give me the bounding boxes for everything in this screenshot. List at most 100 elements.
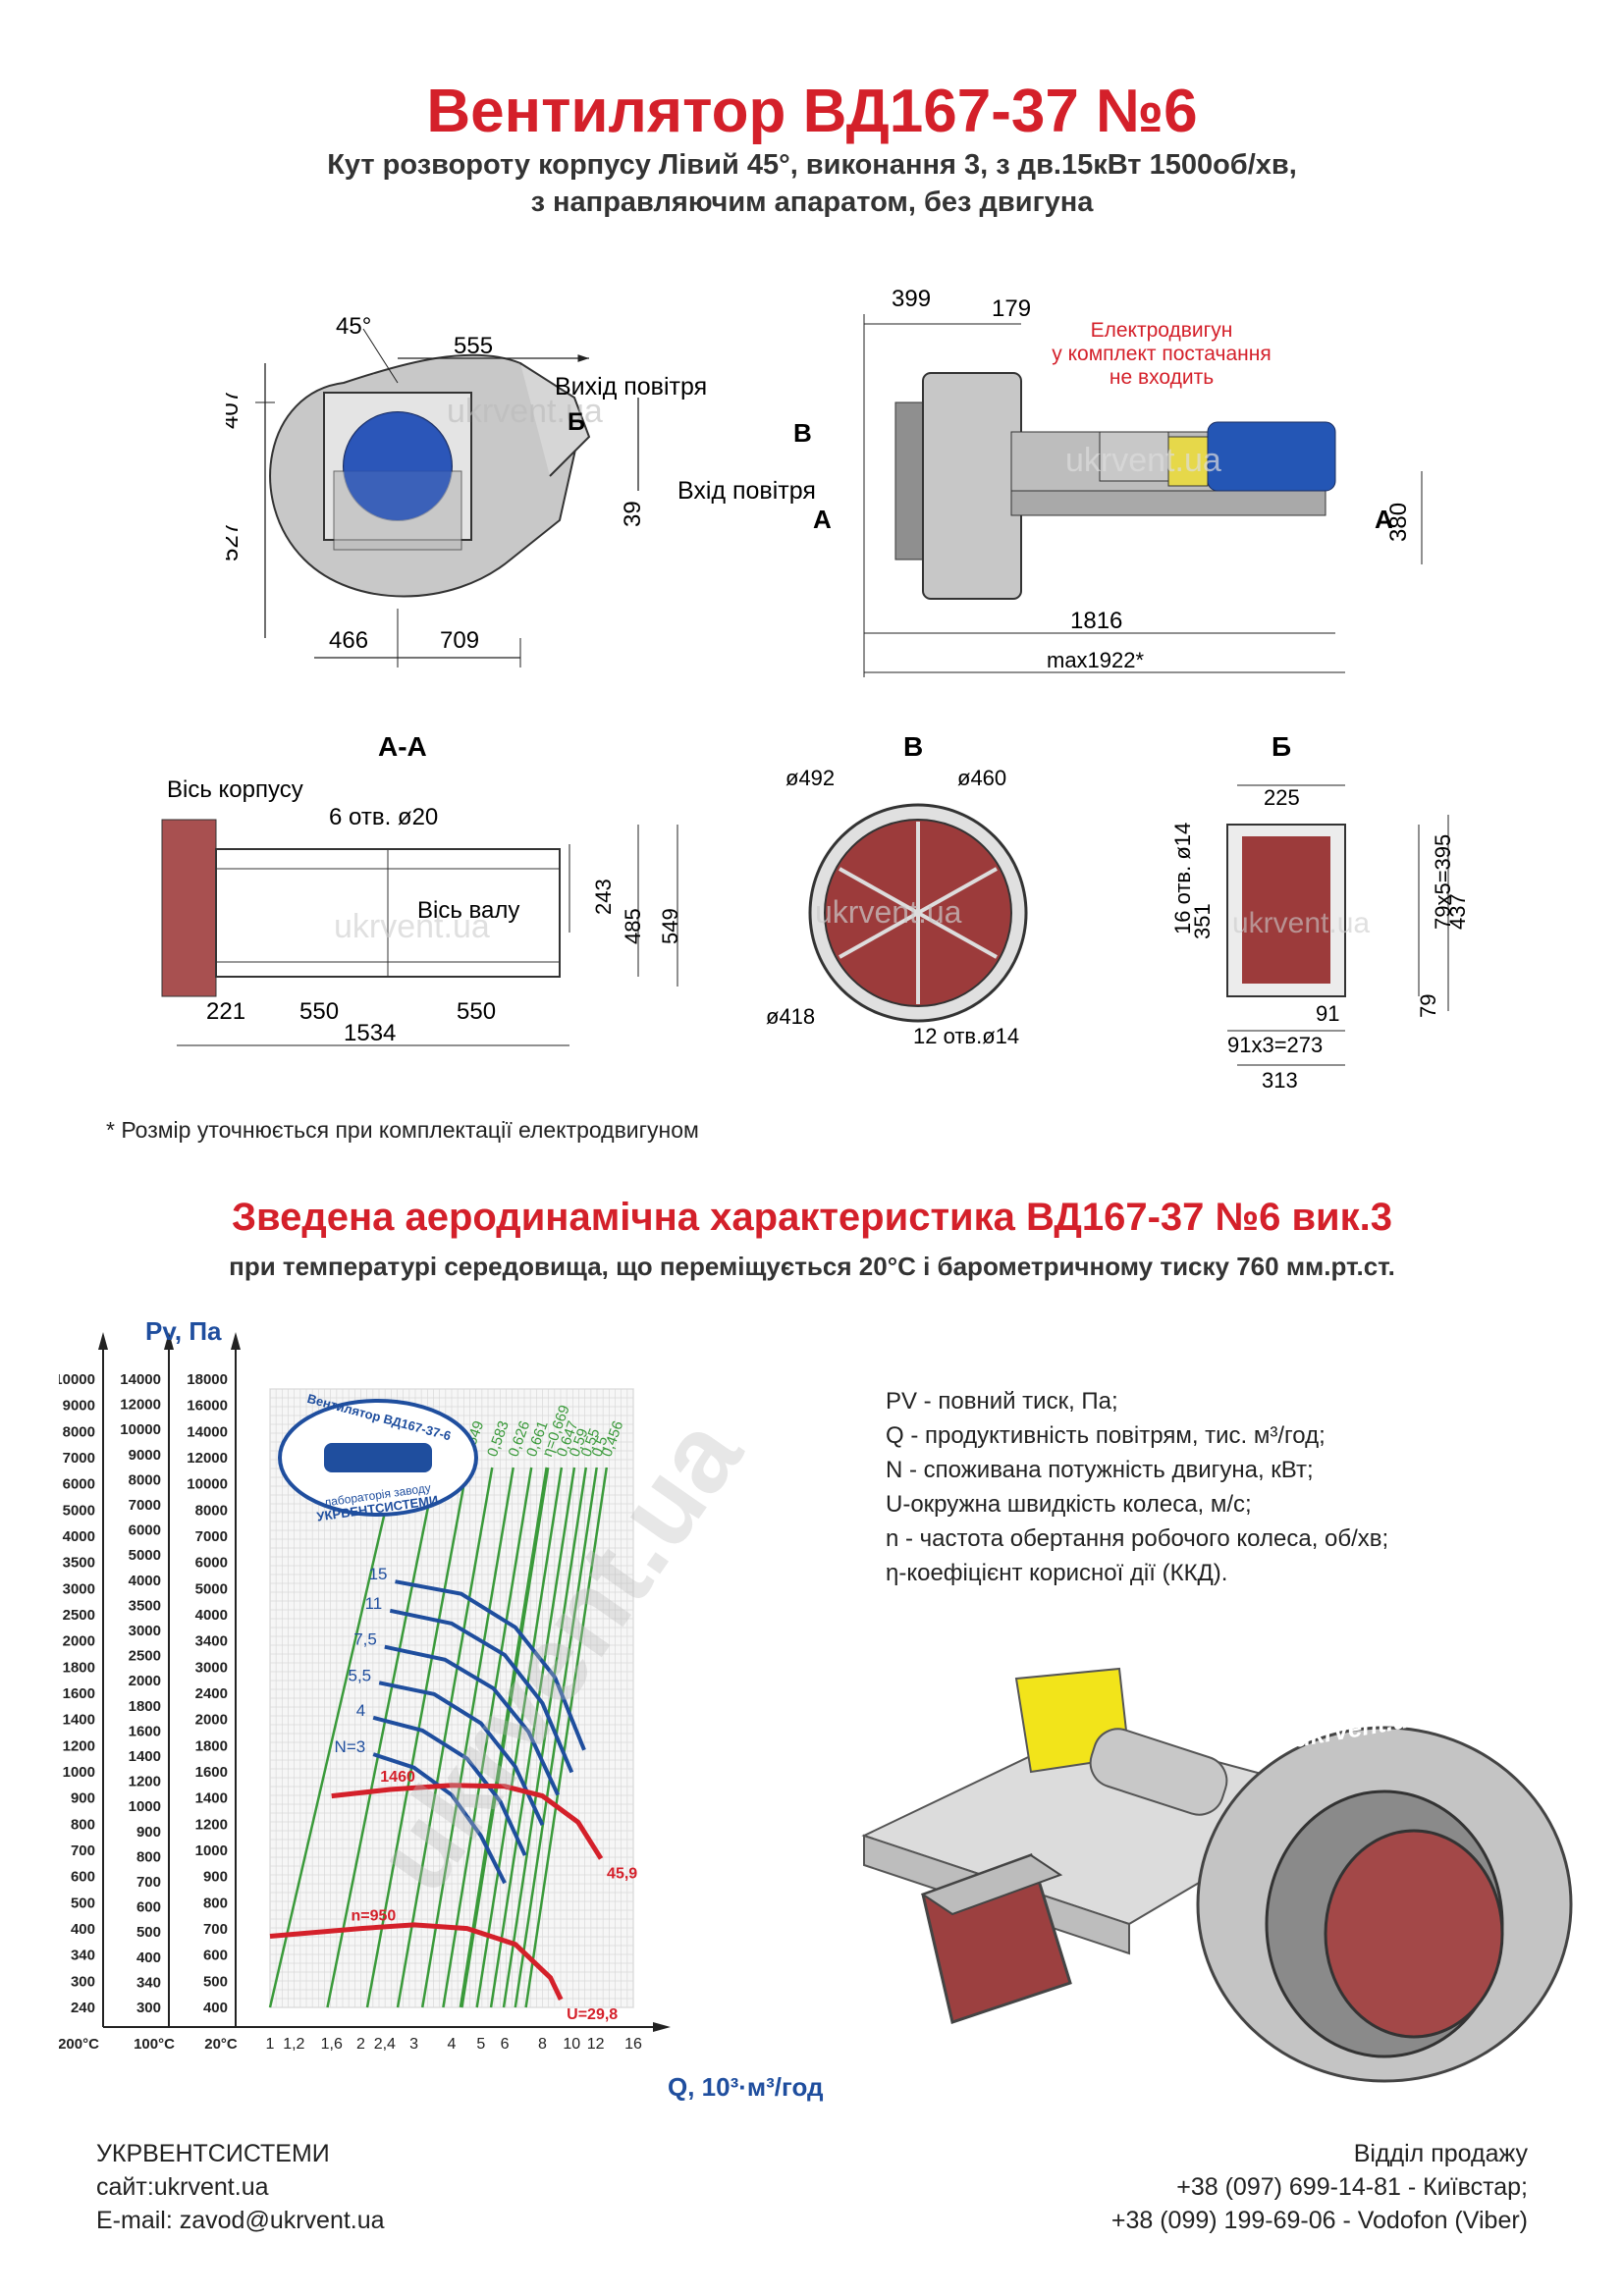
view-v-title: В <box>903 731 923 762</box>
dim-313: 313 <box>1262 1068 1298 1093</box>
efficiency-ray <box>442 1467 533 2008</box>
y-tick-label: 4000 <box>129 1573 161 1589</box>
power-curve-label: 7,5 <box>353 1630 377 1649</box>
footer-phone-2[interactable]: +38 (099) 199-69-06 - Vodofon (Viber) <box>1110 2207 1528 2234</box>
dim-1816: 1816 <box>1070 608 1122 634</box>
holes-aa: 6 отв. ø20 <box>329 804 438 830</box>
legend-line-q: Q - продуктивність повітрям, тис. м³/год… <box>886 1422 1326 1449</box>
y-tick-label: 500 <box>203 1973 228 1990</box>
dim-1534: 1534 <box>344 1020 396 1046</box>
y-tick-label: 1800 <box>195 1737 228 1754</box>
page-subtitle-1: Кут розвороту корпусу Лівий 45°, виконан… <box>327 149 1297 181</box>
efficiency-ray <box>475 1467 564 2008</box>
y-tick-label: 5000 <box>129 1547 161 1564</box>
y-tick-label: 8000 <box>63 1423 95 1440</box>
y-tick-label: 500 <box>71 1895 95 1911</box>
y-tick-label: 8000 <box>195 1502 228 1519</box>
axis-shaft-label: Вісь валу <box>417 897 519 924</box>
y-tick-label: 1000 <box>129 1798 161 1815</box>
y-tick-label: 900 <box>136 1824 161 1841</box>
y-tick-label: 6000 <box>195 1555 228 1572</box>
y-tick-label: 900 <box>71 1790 95 1807</box>
outlet-label: Вихід повітря <box>555 373 707 400</box>
x-tick-label: 16 <box>624 2036 642 2053</box>
efficiency-ray <box>326 1467 438 2008</box>
y-tick-label: 2500 <box>129 1648 161 1665</box>
view-b-title: Б <box>1272 731 1291 762</box>
y-axis-arrow-1 <box>164 1332 174 1350</box>
motor-note-3: не входить <box>1110 366 1214 389</box>
footer-left: УКРВЕНТСИСТЕМИ сайт:ukrvent.ua E-mail: z… <box>96 2137 385 2237</box>
dim-d460: ø460 <box>957 766 1006 790</box>
y-tick-label: 1800 <box>129 1698 161 1715</box>
y-tick-label: 1200 <box>129 1774 161 1790</box>
y-tick-label: 1200 <box>195 1816 228 1833</box>
y-tick-label: 3000 <box>129 1623 161 1639</box>
aa-watermark: ukrvent.ua <box>334 908 490 945</box>
dim-555: 555 <box>454 333 493 359</box>
y-tick-label: 6000 <box>63 1476 95 1493</box>
y-tick-label: 4000 <box>63 1528 95 1545</box>
y-tick-label: 1000 <box>195 1842 228 1859</box>
y-tick-label: 2400 <box>195 1685 228 1702</box>
legend-line-n: N - споживана потужність двигуна, кВт; <box>886 1457 1314 1483</box>
holes-b: 16 отв. ø14 <box>1170 823 1195 934</box>
dim-380: 380 <box>1385 503 1412 542</box>
b-watermark: ukrvent.ua <box>1232 907 1370 939</box>
y-tick-label: 700 <box>203 1921 228 1938</box>
power-curve <box>378 1681 545 1826</box>
y-tick-label: 600 <box>136 1899 161 1916</box>
section-a-mark-left: А <box>813 505 832 534</box>
power-curve <box>372 1715 527 1856</box>
dim-angle-45: 45° <box>336 313 371 340</box>
footer-phone-1[interactable]: +38 (097) 699-14-81 - Київстар; <box>1176 2173 1528 2201</box>
page-subtitle-2: з направляючим апаратом, без двигуна <box>530 187 1094 218</box>
dim-79x5: 79x5=395 <box>1431 834 1455 930</box>
y-tick-label: 2000 <box>63 1633 95 1650</box>
legend-line-eta: η-коефіцієнт корисної дії (ККД). <box>886 1560 1228 1586</box>
y-tick-label: 240 <box>71 2000 95 2016</box>
y-tick-label: 7000 <box>195 1528 228 1545</box>
holes-v: 12 отв.ø14 <box>913 1024 1019 1048</box>
rpm-curve-label: n=950 <box>352 1908 397 1925</box>
efficiency-ray <box>524 1467 609 2008</box>
motor-note-1: Електродвигун <box>1091 319 1233 342</box>
page-title: Вентилятор ВД167-37 №6 <box>426 78 1198 145</box>
dim-39: 39 <box>620 501 646 527</box>
y-tick-label: 400 <box>71 1921 95 1938</box>
y-tick-label: 18000 <box>187 1371 228 1388</box>
y-axis-label: Pv, Па <box>145 1316 222 1346</box>
annotation-u: U=29,8 <box>567 2006 618 2023</box>
side-watermark: ukrvent.ua <box>1065 442 1221 479</box>
y-axis-arrow-0 <box>98 1332 108 1350</box>
efficiency-ray <box>268 1467 397 2008</box>
fan-3d-render: ukrvent.ua <box>861 1667 1573 2083</box>
y-tick-label: 340 <box>136 1974 161 1991</box>
y-tick-label: 600 <box>203 1948 228 1964</box>
dim-549: 549 <box>658 908 682 944</box>
footer-email[interactable]: E-mail: zavod@ukrvent.ua <box>96 2207 385 2234</box>
chart-title: Зведена аеродинамічна характеристика ВД1… <box>231 1196 1393 1239</box>
legend-block: PV - повний тиск, Па; Q - продуктивність… <box>886 1384 1388 1590</box>
y-tick-label: 6000 <box>129 1522 161 1539</box>
y-tick-label: 1200 <box>63 1737 95 1754</box>
dim-179: 179 <box>992 295 1031 322</box>
y-tick-label: 16000 <box>187 1398 228 1415</box>
y-tick-label: 2500 <box>63 1607 95 1624</box>
section-a-mark-right: А <box>1375 505 1393 534</box>
x-tick-label: 3 <box>409 2036 418 2053</box>
power-curve <box>384 1644 561 1796</box>
dim-466: 466 <box>329 627 368 654</box>
y-tick-label: 7000 <box>63 1450 95 1467</box>
x-tick-label: 5 <box>476 2036 485 2053</box>
footer-site[interactable]: сайт:ukrvent.ua <box>96 2173 269 2201</box>
dim-91x3: 91x3=273 <box>1227 1033 1323 1057</box>
dim-225: 225 <box>1264 785 1300 810</box>
dim-351: 351 <box>1190 903 1215 939</box>
section-v-mark: В <box>793 418 812 448</box>
y-tick-label: 1400 <box>195 1790 228 1807</box>
y-tick-label: 1400 <box>129 1748 161 1765</box>
dim-527: 527 <box>226 522 244 561</box>
legend-line-pv: PV - повний тиск, Па; <box>886 1388 1118 1415</box>
v-watermark: ukrvent.ua <box>815 894 962 930</box>
